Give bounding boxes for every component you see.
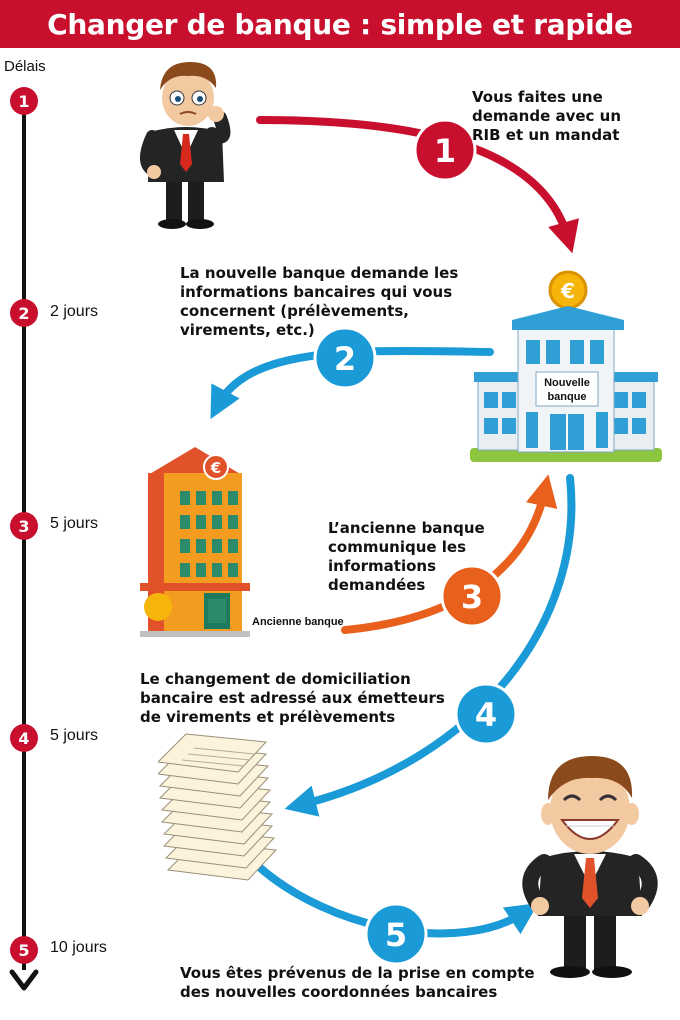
arrow-step-4 [284,474,576,817]
svg-text:5: 5 [385,916,407,954]
timeline-label-4: 5 jours [50,727,99,744]
step-circle-2: 2 [313,326,377,390]
step-circle-5: 5 [364,902,428,966]
svg-text:4: 4 [475,696,497,734]
timeline-label-2: 2 jours [50,303,99,320]
svg-text:2: 2 [334,340,356,378]
svg-text:3: 3 [461,578,483,616]
page-title: Changer de banque : simple et rapide [0,0,680,48]
new-bank-building-icon: € Nouvelle banque [470,270,662,462]
timeline-arrow-icon [9,969,39,991]
step-circle-3: 3 [440,564,504,628]
step-circle-1: 1 [413,118,477,182]
old-bank-label: Ancienne banque [252,616,344,628]
timeline-badge-5: 5 [10,936,38,964]
timeline-badge-4: 4 [10,724,38,752]
svg-text:banque: banque [547,391,586,403]
old-bank-building-icon: € [140,447,250,637]
timeline-badge-2: 2 [10,299,38,327]
step-circle-4: 4 [454,682,518,746]
businessman-happy-icon [522,756,658,978]
timeline-badge-3: 3 [10,512,38,540]
businessman-thinking-icon [140,62,231,229]
timeline-badge-1: 1 [10,87,38,115]
svg-text:€: € [560,279,575,303]
svg-text:Nouvelle: Nouvelle [544,377,590,389]
step-text-5: Vous êtes prévenus de la prise en compte… [180,964,535,1001]
timeline-label-3: 5 jours [50,515,99,532]
documents-stack-icon [158,733,278,881]
svg-text:€: € [210,459,221,477]
timeline-title: Délais [4,58,46,75]
timeline-label-5: 10 jours [50,939,107,956]
svg-text:1: 1 [434,132,456,170]
